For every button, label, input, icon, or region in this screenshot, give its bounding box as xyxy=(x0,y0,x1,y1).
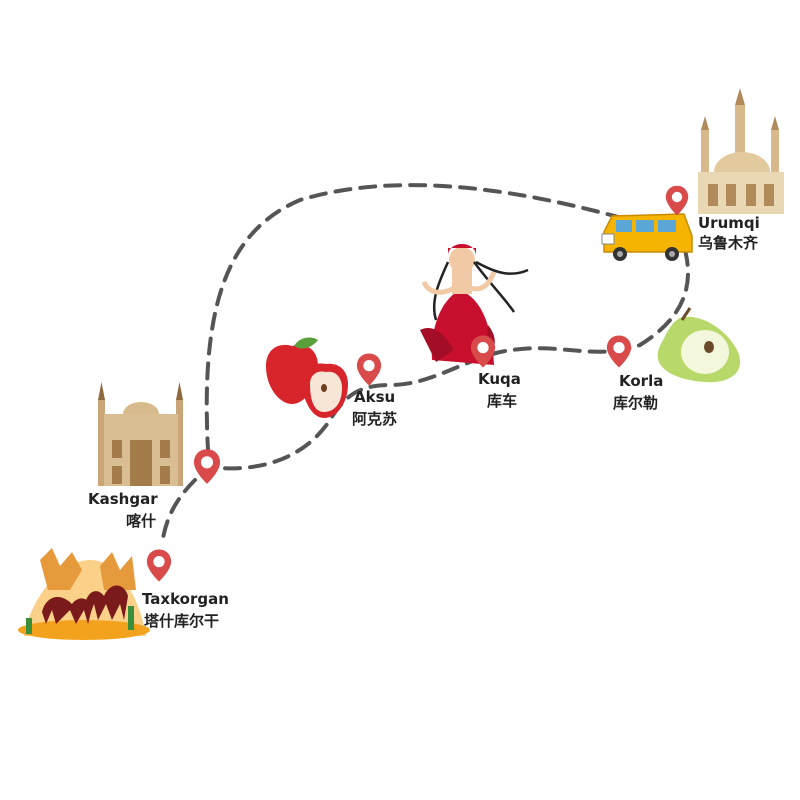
camel-desert-icon xyxy=(18,548,150,640)
stop-label-en: Taxkorgan xyxy=(142,590,229,608)
stop-label-zh: 喀什 xyxy=(126,512,156,530)
route-path xyxy=(160,478,197,547)
route-path xyxy=(204,183,624,452)
location-pin-icon[interactable] xyxy=(356,353,382,386)
stop-label-en: Kuqa xyxy=(478,370,521,388)
stop-label-zh: 塔什库尔干 xyxy=(144,612,219,630)
stop-label-zh: 库尔勒 xyxy=(613,394,658,412)
stop-label-en: Urumqi xyxy=(698,214,760,232)
stop-label-en: Aksu xyxy=(354,388,395,406)
van-icon xyxy=(601,213,693,261)
location-pin-icon[interactable] xyxy=(146,549,172,582)
stop-label-zh: 阿克苏 xyxy=(352,410,397,428)
mosque-icon xyxy=(98,382,183,486)
stop-label-en: Kashgar xyxy=(88,490,158,508)
location-pin-icon[interactable] xyxy=(193,449,221,484)
stop-label-zh: 乌鲁木齐 xyxy=(698,234,759,252)
apple-icon xyxy=(266,337,348,418)
mosque-icon xyxy=(698,88,784,214)
location-pin-icon[interactable] xyxy=(606,335,632,368)
location-pin-icon[interactable] xyxy=(665,185,689,216)
stop-label-en: Korla xyxy=(619,372,663,390)
stop-label-zh: 库车 xyxy=(487,392,517,410)
pear-icon xyxy=(657,307,741,383)
